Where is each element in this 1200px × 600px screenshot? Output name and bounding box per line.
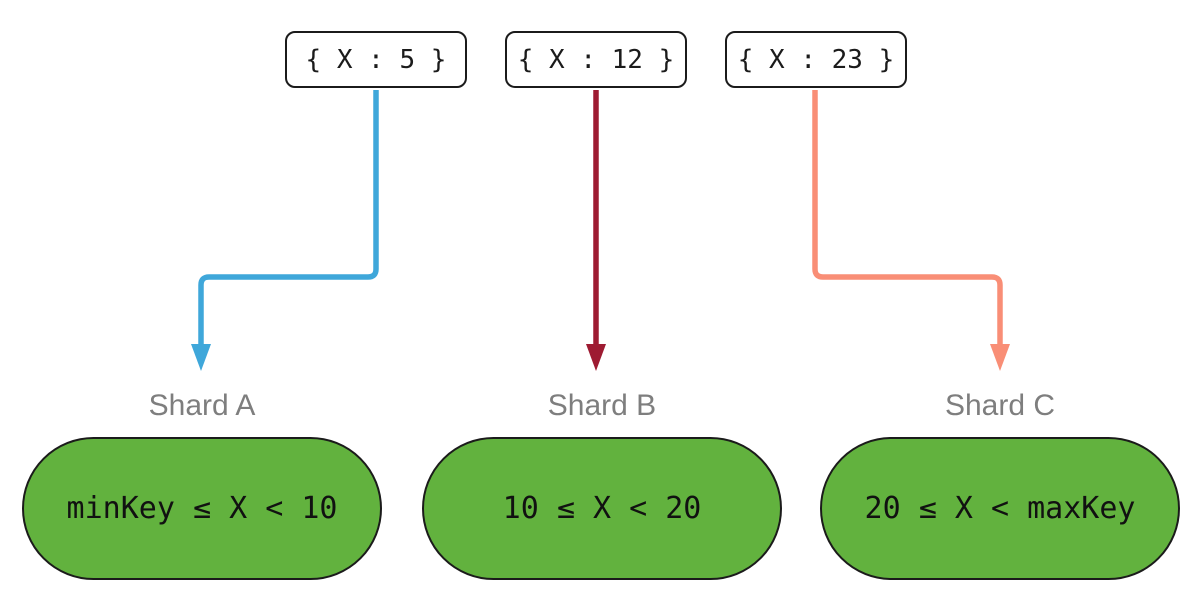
arrow-head-icon [990, 344, 1010, 371]
shard-range-text: 10 ≤ X < 20 [502, 491, 702, 526]
arrow-line [198, 90, 379, 346]
arrow-line [812, 90, 1003, 346]
shard-range-text: minKey ≤ X < 10 [66, 491, 338, 526]
shard-range-oval: 10 ≤ X < 20 [422, 437, 782, 580]
shard-range-text: 20 ≤ X < maxKey [864, 491, 1136, 526]
arrow-head-icon [191, 344, 211, 371]
document-label: { X : 12 } [517, 44, 675, 75]
arrow-head-icon [586, 344, 606, 371]
shard-name-label: Shard C [944, 389, 1056, 422]
arrow-doc2-to-shard-b [586, 90, 606, 371]
shard-name-label: Shard B [547, 389, 657, 422]
shard-group-b: Shard B 10 ≤ X < 20 [422, 389, 782, 580]
shard-range-oval: 20 ≤ X < maxKey [820, 437, 1180, 580]
document-box-x5: { X : 5 } [285, 31, 467, 88]
shard-range-oval: minKey ≤ X < 10 [22, 437, 382, 580]
shard-group-c: Shard C 20 ≤ X < maxKey [820, 389, 1180, 580]
arrow-doc1-to-shard-a [191, 90, 379, 371]
document-label: { X : 5 } [305, 44, 447, 75]
document-label: { X : 23 } [737, 44, 895, 75]
document-box-x12: { X : 12 } [505, 31, 687, 88]
document-box-x23: { X : 23 } [725, 31, 907, 88]
shard-name-label: Shard A [148, 389, 256, 422]
shard-group-a: Shard A minKey ≤ X < 10 [22, 389, 382, 580]
arrow-doc3-to-shard-c [812, 90, 1010, 371]
